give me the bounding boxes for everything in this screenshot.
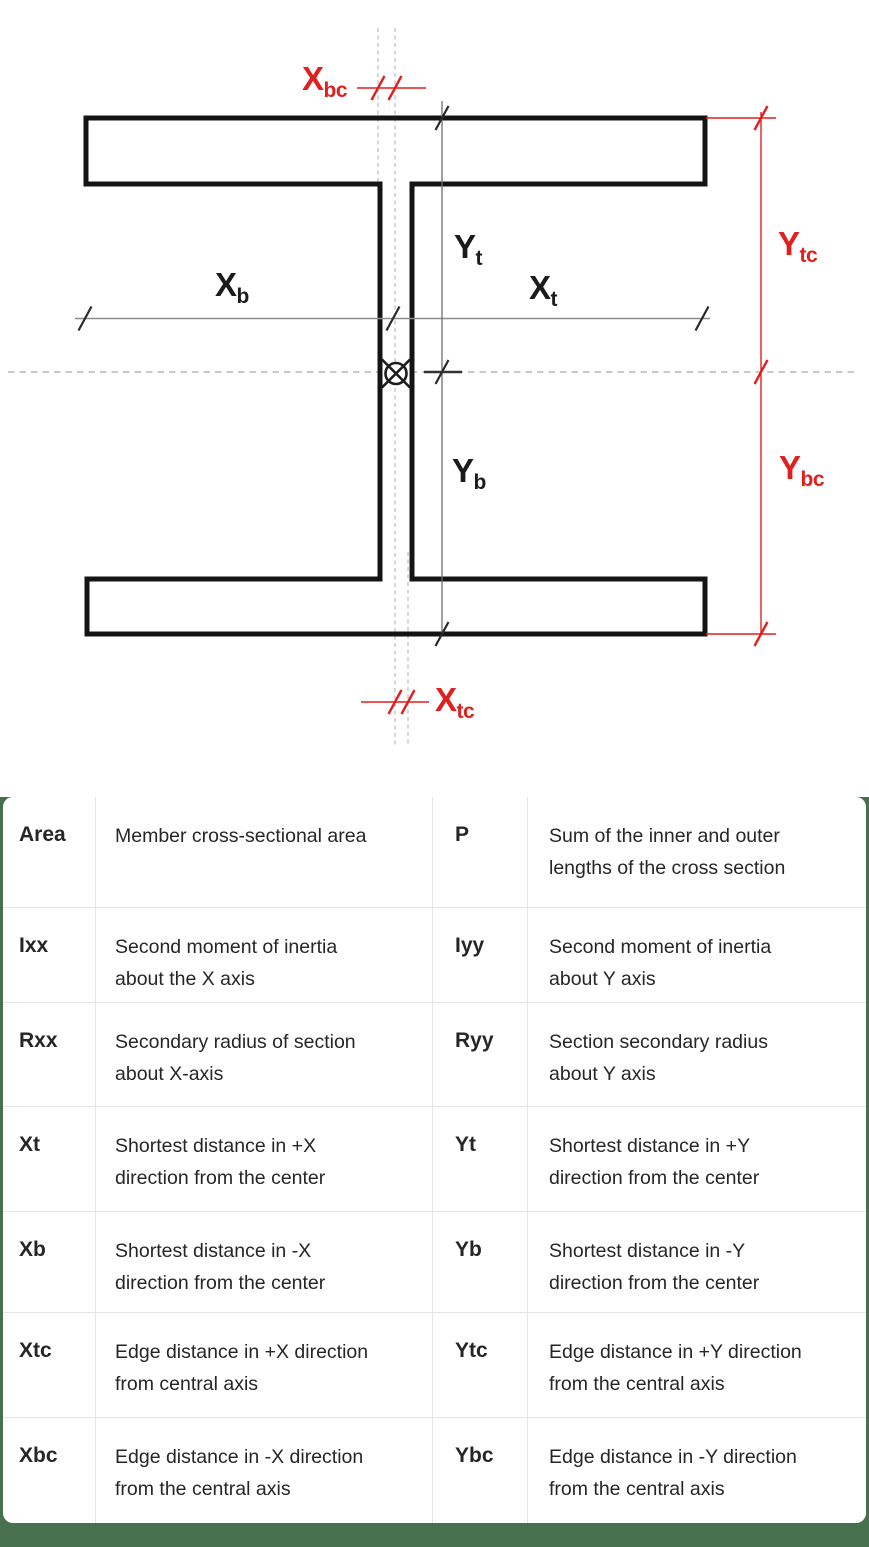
- definition-cell: Shortest distance in +X direction from t…: [96, 1107, 433, 1211]
- label-yb: Yb: [452, 452, 486, 494]
- label-xb: Xb: [215, 266, 249, 308]
- definition-cell: Edge distance in -X direction from the c…: [96, 1418, 433, 1523]
- label-ybc: Ybc: [779, 449, 825, 491]
- table-row: Xtc Edge distance in +X direction from c…: [3, 1313, 866, 1418]
- dimension-xbc: [357, 75, 426, 101]
- table-row: Area Member cross-sectional area P Sum o…: [3, 797, 866, 908]
- definition-cell: Edge distance in +Y direction from the c…: [549, 1341, 802, 1395]
- definition-cell: Secondary radius of section about X-axis: [96, 1003, 433, 1106]
- term-cell: Ybc: [433, 1418, 528, 1523]
- label-xbc: Xbc: [302, 60, 348, 102]
- term-cell: Xtc: [3, 1313, 96, 1417]
- term-cell: Iyy: [433, 908, 528, 1002]
- term-cell: Yt: [433, 1107, 528, 1211]
- definition-cell: Shortest distance in +Y direction from t…: [549, 1135, 760, 1189]
- cross-section-drawing: [8, 28, 858, 745]
- table-row: Xt Shortest distance in +X direction fro…: [3, 1107, 866, 1212]
- term-cell: Yb: [433, 1212, 528, 1312]
- definition-cell: Second moment of inertia about Y axis: [549, 936, 772, 990]
- term-cell: Rxx: [3, 1003, 96, 1106]
- term-cell: Ytc: [433, 1313, 528, 1417]
- i-beam-cross-section-figure: Xbc Ytc Yt Xt Xb Yb Ybc Xtc: [8, 28, 858, 745]
- definition-cell: Member cross-sectional area: [96, 797, 433, 907]
- beam-outline: [83, 115, 708, 637]
- label-xt: Xt: [529, 269, 558, 311]
- term-cell: Xb: [3, 1212, 96, 1312]
- dimension-line-yt-yb: [424, 101, 462, 647]
- term-cell: Ryy: [433, 1003, 528, 1106]
- dimension-xtc: [361, 689, 429, 715]
- definition-cell: Shortest distance in -X direction from t…: [96, 1212, 433, 1312]
- term-cell: P: [433, 797, 528, 907]
- reference-dashed-lines: [8, 28, 858, 745]
- centroid-marker: [381, 358, 411, 389]
- term-cell: Ixx: [3, 908, 96, 1002]
- table-row: Xbc Edge distance in -X direction from t…: [3, 1418, 866, 1523]
- definition-cell: Shortest distance in -Y direction from t…: [549, 1240, 760, 1294]
- term-cell: Xt: [3, 1107, 96, 1211]
- table-row: Ixx Second moment of inertia about the X…: [3, 908, 866, 1003]
- glossary-table: Area Member cross-sectional area P Sum o…: [3, 797, 866, 1523]
- dimension-line-xb-xt: [75, 305, 710, 332]
- table-row: Rxx Secondary radius of section about X-…: [3, 1003, 866, 1107]
- term-cell: Xbc: [3, 1418, 96, 1523]
- table-row: Xb Shortest distance in -X direction fro…: [3, 1212, 866, 1313]
- definition-cell: Second moment of inertia about the X axi…: [96, 908, 433, 1002]
- term-cell: Area: [3, 797, 96, 907]
- label-ytc: Ytc: [778, 225, 818, 267]
- definition-cell: Section secondary radius about Y axis: [549, 1031, 768, 1085]
- definition-cell: Edge distance in -Y direction from the c…: [549, 1446, 797, 1500]
- dimension-ytc-ybc: [706, 105, 776, 647]
- label-xtc: Xtc: [435, 681, 475, 723]
- label-yt: Yt: [454, 228, 483, 270]
- definition-cell: Edge distance in +X direction from centr…: [96, 1313, 433, 1417]
- definition-cell: Sum of the inner and outer lengths of th…: [549, 825, 786, 879]
- glossary-section: Area Member cross-sectional area P Sum o…: [0, 797, 869, 1547]
